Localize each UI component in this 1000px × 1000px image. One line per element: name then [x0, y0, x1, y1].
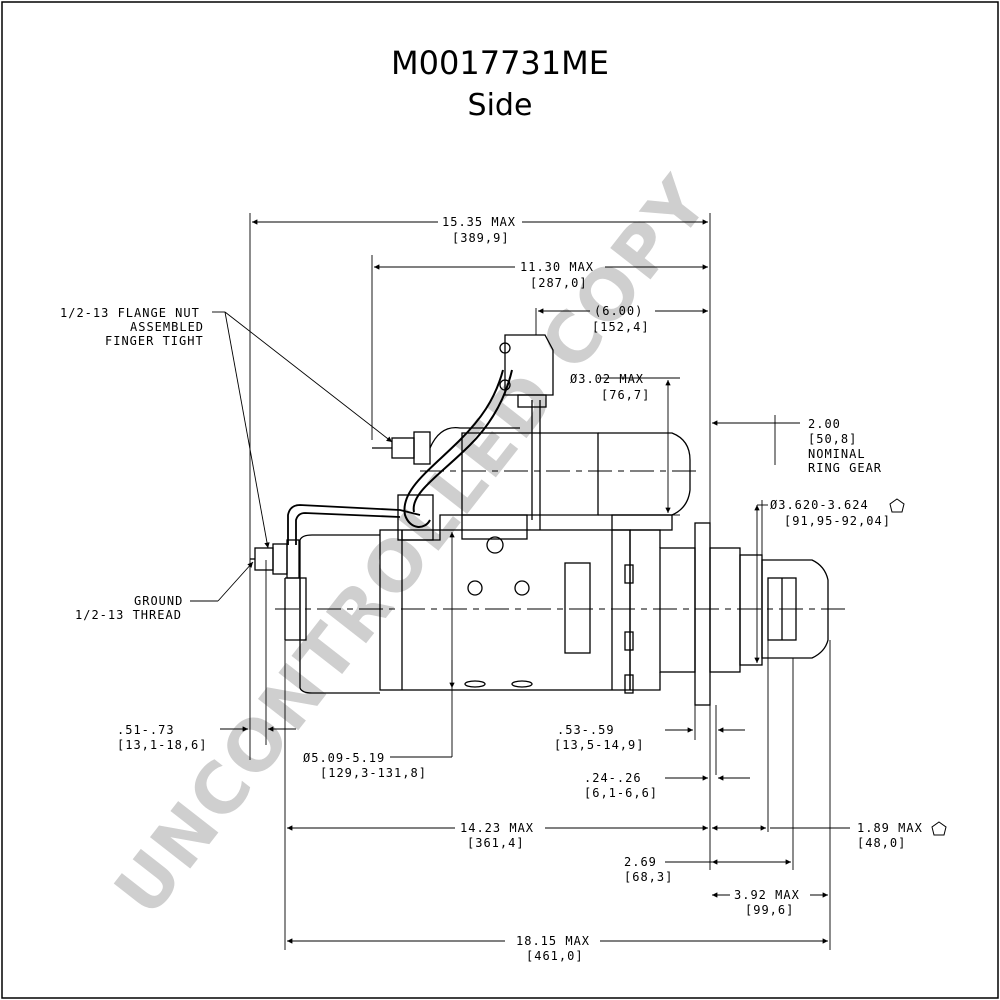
dim-nose-max-mm: [48,0]	[857, 836, 906, 850]
dim-total-length-mm: [461,0]	[526, 949, 584, 963]
dim-solenoid-offset-mm: [152,4]	[592, 320, 650, 334]
dimension-lines	[190, 213, 850, 950]
callout-ground-2: 1/2-13 THREAD	[75, 608, 182, 622]
dim-overall-max: 15.35 MAX	[442, 215, 516, 229]
dim-pilot-dia-mm: [91,95-92,04]	[784, 514, 891, 528]
view-subtitle: Side	[467, 88, 533, 123]
dim-mount-to-end-mm: [287,0]	[530, 276, 588, 290]
callout-flange-nut-1: 1/2-13 FLANGE NUT	[60, 306, 200, 320]
dim-solenoid-offset: (6.00)	[594, 304, 643, 318]
dim-flange-thk-mm: [13,5-14,9]	[554, 738, 644, 752]
callout-flange-nut-3: FINGER TIGHT	[105, 334, 204, 348]
dim-nose-max: 1.89 MAX	[857, 821, 923, 835]
dim-nose-length: 3.92 MAX	[734, 888, 800, 902]
dim-solenoid-dia: Ø3.02 MAX	[570, 372, 644, 386]
starter-outline	[250, 334, 848, 706]
dim-total-length: 18.15 MAX	[516, 934, 590, 948]
dim-flange-thk: .53-.59	[557, 723, 615, 737]
dim-flange-gap: .24-.26	[584, 771, 642, 785]
dim-solenoid-dia-mm: [76,7]	[601, 388, 650, 402]
pentagon-icon	[931, 821, 947, 836]
dim-pinion: 2.69	[624, 855, 657, 869]
dim-motor-dia: Ø5.09-5.19	[303, 751, 385, 765]
dim-terminal-stud-mm: [13,1-18,6]	[117, 738, 207, 752]
dim-flange-gap-mm: [6,1-6,6]	[584, 786, 658, 800]
dim-nose-length-mm: [99,6]	[745, 903, 794, 917]
dim-motor-length: 14.23 MAX	[460, 821, 534, 835]
critical-dimension-symbols	[889, 498, 947, 836]
watermark-text: UNCONTROLLED COPY	[99, 161, 725, 930]
callout-flange-nut-2: ASSEMBLED	[130, 320, 204, 334]
dim-motor-dia-mm: [129,3-131,8]	[320, 766, 427, 780]
dim-overall-max-mm: [389,9]	[452, 231, 510, 245]
dim-ring-gear: 2.00	[808, 417, 841, 431]
dim-pinion-mm: [68,3]	[624, 870, 673, 884]
callout-ground-1: GROUND	[134, 594, 183, 608]
dim-ring-gear-note2: RING GEAR	[808, 461, 882, 475]
dim-pilot-dia: Ø3.620-3.624	[770, 498, 869, 512]
dim-terminal-stud: .51-.73	[117, 723, 175, 737]
pentagon-icon	[889, 498, 905, 513]
dim-motor-length-mm: [361,4]	[467, 836, 525, 850]
page-title: M0017731ME	[391, 44, 609, 82]
dim-mount-to-end: 11.30 MAX	[520, 260, 594, 274]
dim-ring-gear-note1: NOMINAL	[808, 447, 866, 461]
dim-ring-gear-mm: [50,8]	[808, 432, 857, 446]
dimension-labels: 15.35 MAX [389,9] 11.30 MAX [287,0] (6.0…	[60, 215, 923, 963]
